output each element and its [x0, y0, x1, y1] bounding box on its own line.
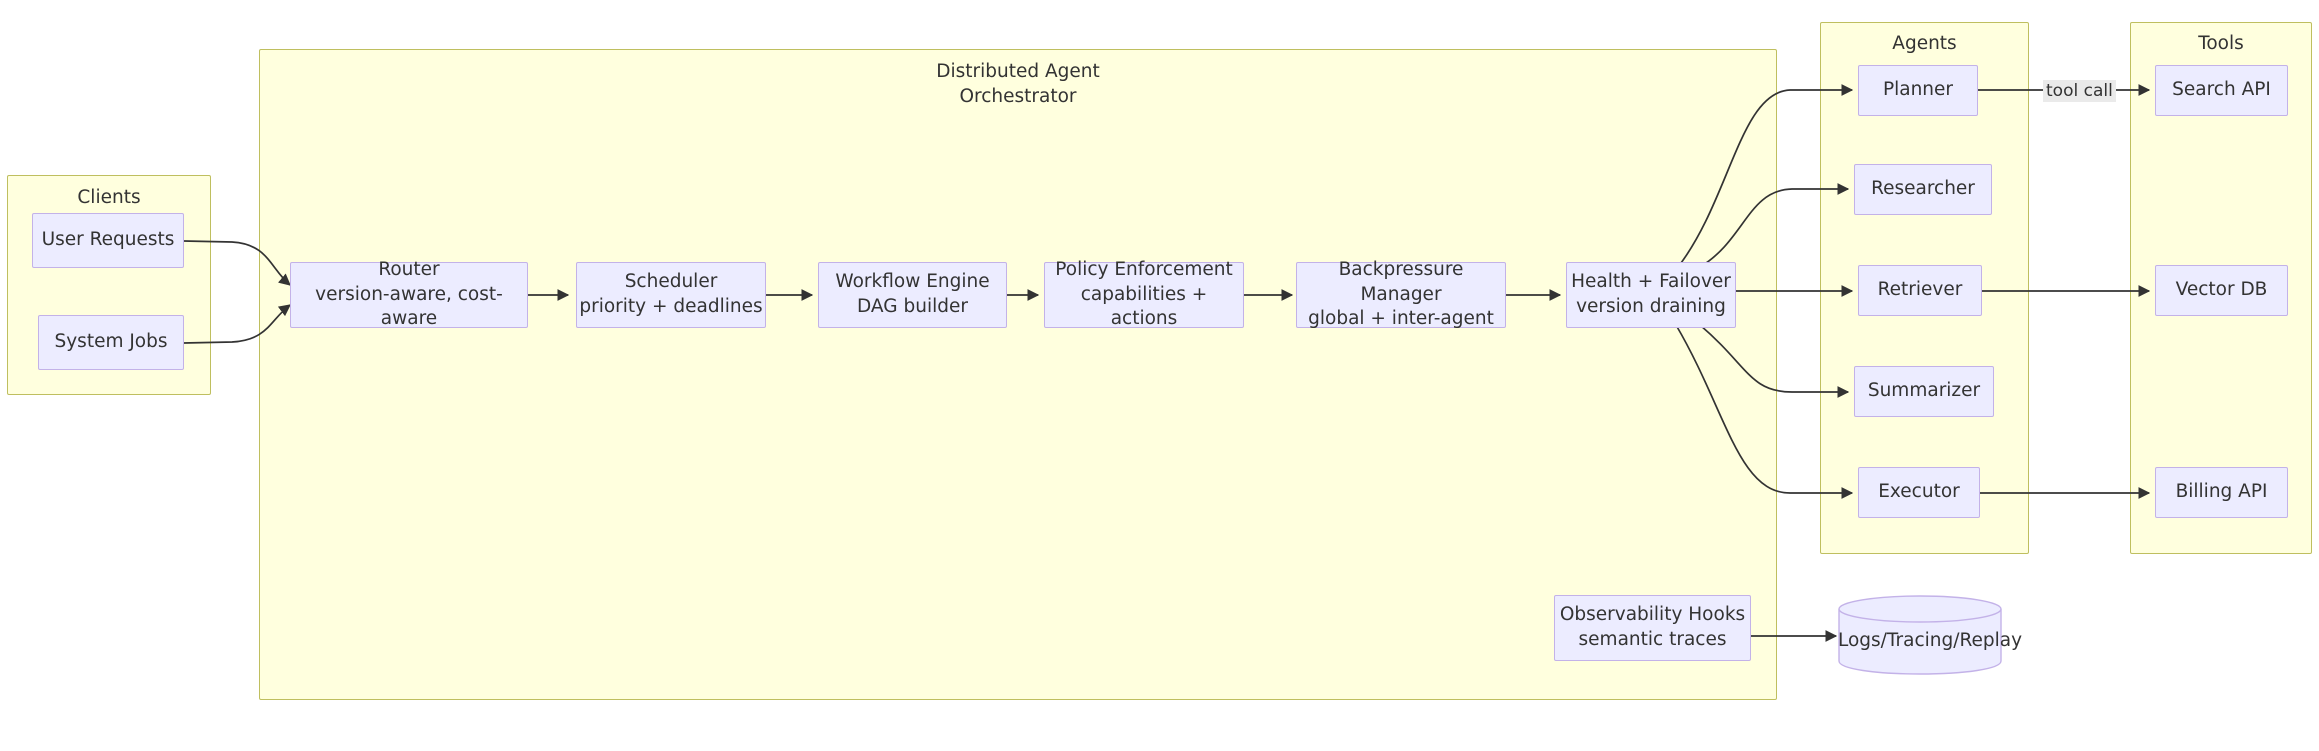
node-observability-hooks[interactable]: Observability Hooks semantic traces [1554, 595, 1751, 661]
node-workflow-engine[interactable]: Workflow Engine DAG builder [818, 262, 1007, 328]
subgraph-tools-title: Tools [2198, 33, 2244, 54]
node-scheduler-label: Scheduler [624, 271, 718, 293]
node-backpressure-manager[interactable]: Backpressure Manager global + inter-agen… [1296, 259, 1506, 329]
edge-user-requests-to-router [183, 240, 291, 286]
edge-label-tool-call: tool call [2043, 80, 2116, 102]
node-vector-db[interactable]: Vector DB [2155, 265, 2288, 316]
node-policy-enforcement-label: Policy Enforcement [1055, 258, 1233, 280]
node-health-failover[interactable]: Health + Failover version draining [1566, 262, 1736, 328]
node-logs-store[interactable]: Logs/Tracing/Replay [1838, 595, 2023, 675]
node-logs-store-label: Logs/Tracing/Replay [1838, 630, 2023, 651]
node-scheduler[interactable]: Scheduler priority + deadlines [576, 262, 766, 328]
node-researcher-label: Researcher [1871, 178, 1975, 200]
node-system-jobs-label: System Jobs [54, 331, 168, 353]
node-user-requests[interactable]: User Requests [32, 213, 184, 268]
node-observability-hooks-label: Observability Hooks [1559, 604, 1746, 626]
edge-system-jobs-to-router [183, 304, 291, 344]
node-retriever[interactable]: Retriever [1858, 265, 1982, 316]
node-policy-enforcement-sublabel: capabilities + actions [1080, 283, 1208, 330]
node-summarizer-label: Summarizer [1867, 380, 1981, 402]
node-workflow-engine-sublabel: DAG builder [857, 296, 968, 317]
node-policy-enforcement[interactable]: Policy Enforcement capabilities + action… [1044, 259, 1244, 329]
node-workflow-engine-label: Workflow Engine [835, 271, 990, 293]
subgraph-agents-title: Agents [1892, 33, 1957, 54]
subgraph-clients-title: Clients [77, 187, 141, 208]
edge-health-to-summarizer [1699, 324, 1850, 398]
node-retriever-label: Retriever [1877, 279, 1963, 301]
node-executor[interactable]: Executor [1858, 467, 1980, 518]
node-planner[interactable]: Planner [1858, 65, 1978, 116]
node-health-failover-sublabel: version draining [1576, 296, 1726, 317]
node-summarizer[interactable]: Summarizer [1854, 366, 1994, 417]
edge-health-to-executor [1675, 324, 1854, 499]
node-executor-label: Executor [1878, 481, 1960, 503]
node-search-api[interactable]: Search API [2155, 65, 2288, 116]
cylinder-shape [1838, 595, 2002, 675]
node-vector-db-label: Vector DB [2175, 279, 2268, 301]
node-user-requests-label: User Requests [41, 229, 175, 251]
subgraph-orchestrator: Distributed Agent Orchestrator [259, 49, 1777, 700]
node-backpressure-manager-sublabel: global + inter-agent [1308, 308, 1494, 330]
node-backpressure-manager-label: Backpressure Manager [1338, 258, 1464, 305]
node-observability-hooks-sublabel: semantic traces [1578, 629, 1727, 650]
edge-health-to-planner [1677, 84, 1854, 268]
node-router-sublabel: version-aware, cost-aware [315, 283, 503, 330]
node-search-api-label: Search API [2172, 79, 2271, 101]
node-system-jobs[interactable]: System Jobs [38, 315, 184, 370]
subgraph-orchestrator-title: Distributed Agent Orchestrator [936, 61, 1100, 107]
node-planner-label: Planner [1882, 79, 1954, 101]
node-researcher[interactable]: Researcher [1854, 164, 1992, 215]
edge-health-to-researcher [1699, 183, 1850, 268]
node-billing-api[interactable]: Billing API [2155, 467, 2288, 518]
node-health-failover-label: Health + Failover [1571, 271, 1731, 293]
node-scheduler-sublabel: priority + deadlines [579, 296, 763, 317]
node-router[interactable]: Router version-aware, cost-aware [290, 259, 528, 329]
node-router-label: Router [378, 258, 440, 280]
node-billing-api-label: Billing API [2175, 481, 2268, 503]
